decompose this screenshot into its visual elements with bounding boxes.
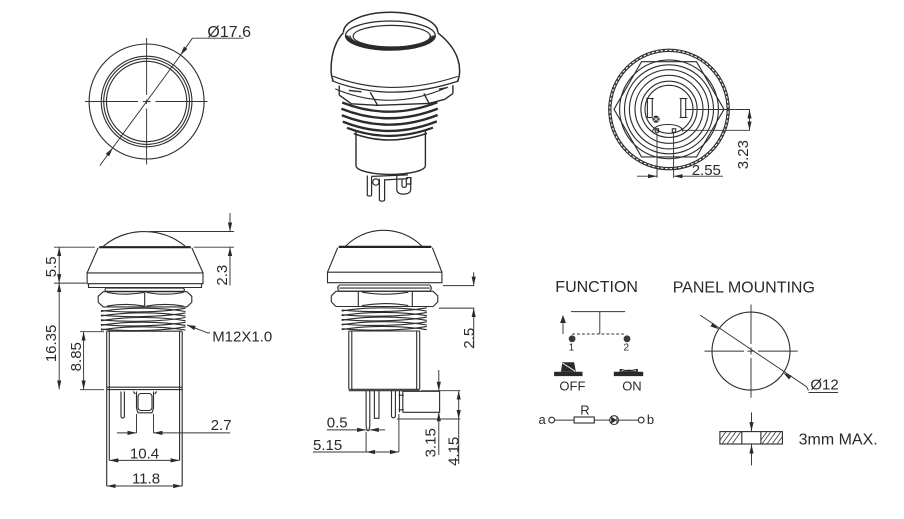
svg-text:OFF: OFF [559,379,585,394]
svg-text:FUNCTION: FUNCTION [555,279,638,296]
svg-text:3mm MAX.: 3mm MAX. [799,431,878,448]
svg-text:2.7: 2.7 [211,417,232,434]
svg-text:5.15: 5.15 [313,437,342,454]
svg-text:4.15: 4.15 [446,437,463,466]
svg-text:a: a [539,412,547,427]
svg-text:b: b [647,412,654,427]
svg-text:8.85: 8.85 [68,342,85,371]
svg-text:Ø17.6: Ø17.6 [207,24,251,41]
svg-text:2: 2 [624,343,630,354]
svg-text:3.15: 3.15 [423,428,440,457]
svg-text:0.5: 0.5 [327,415,348,432]
svg-text:M12X1.0: M12X1.0 [212,329,272,346]
svg-text:2.3: 2.3 [214,265,231,286]
svg-text:16.35: 16.35 [43,325,60,363]
svg-text:ON: ON [622,379,642,394]
svg-text:3.23: 3.23 [735,140,752,169]
svg-text:1: 1 [569,343,575,354]
svg-text:10.4: 10.4 [130,445,159,462]
svg-text:2.55: 2.55 [692,162,721,179]
svg-text:5.5: 5.5 [43,256,60,277]
svg-text:R: R [580,403,589,418]
svg-text:PANEL MOUNTING: PANEL MOUNTING [673,280,815,297]
svg-text:11.8: 11.8 [132,470,160,487]
svg-text:Ø12: Ø12 [810,377,838,394]
svg-text:2.5: 2.5 [461,328,478,349]
